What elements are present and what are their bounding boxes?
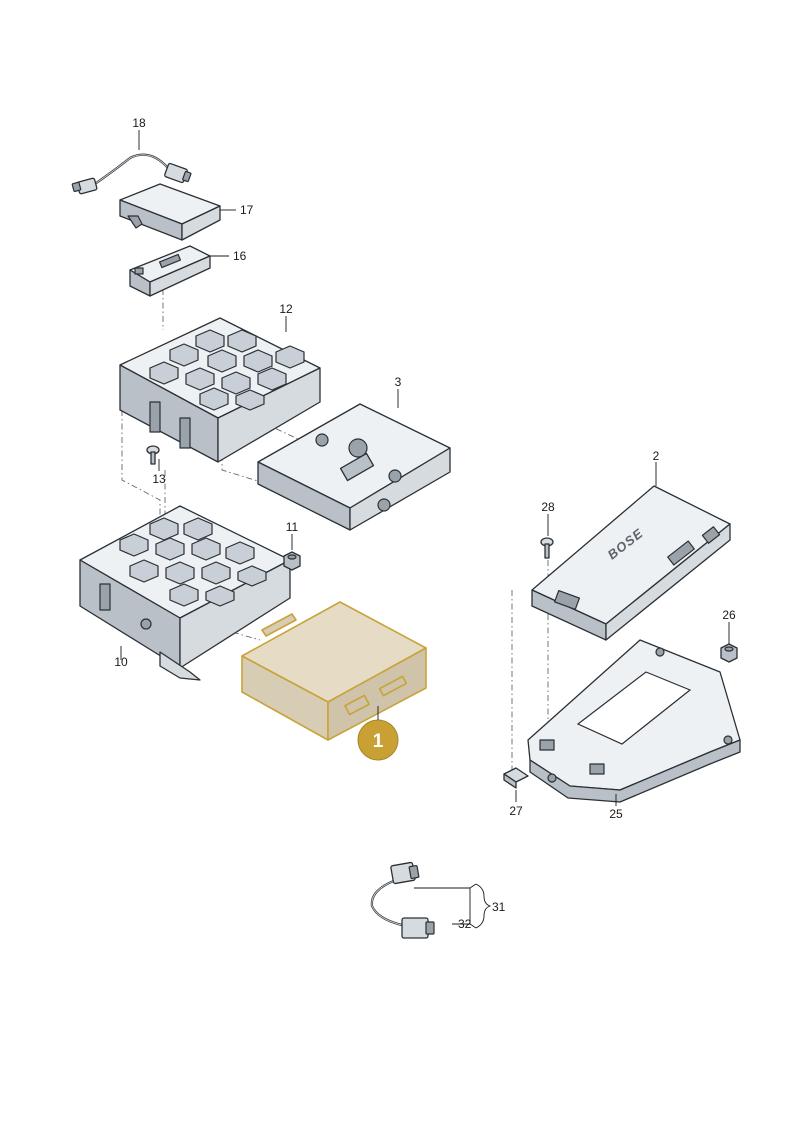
cage-12-hex-pattern (149, 329, 305, 411)
part-18-cable[interactable] (71, 153, 192, 195)
part-26-nut[interactable] (720, 643, 738, 663)
callout-10[interactable]: 10 (114, 655, 128, 669)
part-11-nut[interactable] (283, 551, 301, 571)
callout-32[interactable]: 32 (458, 917, 472, 931)
callout-26[interactable]: 26 (722, 608, 736, 622)
part-2-amplifier[interactable]: BOSE (531, 485, 731, 641)
part-3-control-unit[interactable] (257, 403, 451, 531)
callout-13[interactable]: 13 (152, 472, 166, 486)
part-27-clip[interactable] (503, 767, 529, 789)
callout-16[interactable]: 16 (233, 249, 247, 263)
callout-27[interactable]: 27 (509, 804, 523, 818)
part-25-mounting-plate[interactable] (527, 639, 741, 803)
callout-31[interactable]: 31 (492, 900, 506, 914)
callout-11[interactable]: 11 (286, 520, 299, 534)
part-12-upper-cage[interactable] (119, 317, 321, 463)
highlight-badge-label: 1 (373, 731, 384, 752)
callout-17[interactable]: 17 (240, 203, 254, 217)
part-17-module[interactable] (119, 183, 221, 241)
part-1-highlighted-unit[interactable] (241, 601, 427, 741)
leader-lines (120, 130, 730, 929)
part-16-bracket[interactable] (129, 245, 211, 297)
cage-10-hex-pattern (119, 517, 267, 607)
callout-28[interactable]: 28 (541, 500, 555, 514)
callout-labels: 18 17 16 12 3 13 11 10 2 28 26 27 25 31 … (114, 116, 736, 931)
callout-3[interactable]: 3 (395, 375, 402, 389)
callout-2[interactable]: 2 (653, 449, 660, 463)
part-13-screw[interactable] (146, 445, 160, 465)
part-10-lower-cage[interactable] (79, 505, 291, 681)
callout-12[interactable]: 12 (279, 302, 293, 316)
part-28-screw[interactable] (540, 537, 554, 559)
highlight-badge[interactable]: 1 (357, 719, 399, 761)
callout-25[interactable]: 25 (609, 807, 623, 821)
part-31-32-cable-harness[interactable] (370, 861, 435, 939)
callout-18[interactable]: 18 (132, 116, 146, 130)
